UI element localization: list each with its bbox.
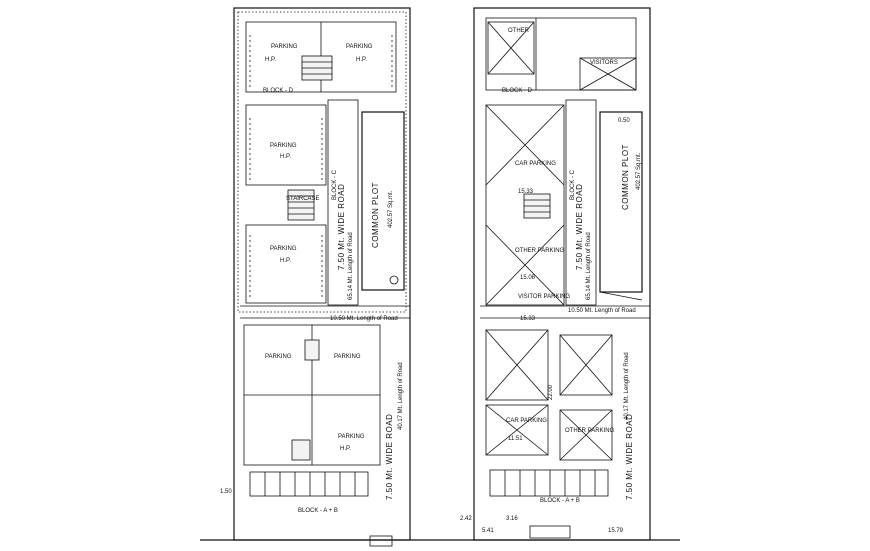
right-other-label: OTHER (508, 28, 530, 34)
right-internal-road (565, 99, 597, 306)
right-road-length-40: 40.17 Mt. Length of Road (624, 352, 630, 420)
left-parking-ab1: PARKING (265, 354, 292, 360)
right-road-wide: 7.50 Mt. WIDE ROAD (575, 184, 584, 270)
left-road-length-10: 10.50 Mt. Length of Road (330, 316, 398, 322)
left-block-c-lower (245, 224, 327, 304)
right-dim-1506: 15.06 (520, 275, 536, 281)
left-road-length-40: 40.17 Mt. Length of Road (398, 362, 404, 430)
left-road-wide-bottom: 7.50 Mt. WIDE ROAD (385, 414, 394, 500)
left-parking-d1: PARKING (271, 44, 298, 50)
right-common-plot-title: COMMON PLOT (621, 144, 630, 210)
right-block-c (485, 104, 565, 306)
right-dim-541: 5.41 (482, 528, 494, 534)
right-dim-1533b: 15.33 (520, 316, 536, 322)
left-staircase (287, 189, 315, 221)
right-visitor-parking: VISITOR PARKING (518, 294, 570, 300)
right-other-parking: OTHER PARKING (515, 248, 565, 254)
left-road-wide: 7.50 Mt. WIDE ROAD (337, 184, 346, 270)
right-block-d (485, 17, 637, 91)
right-common-plot-area: 402.57 Sq.mt. (636, 152, 642, 190)
right-road-length-65: 65.14 Mt. Length of Road (586, 232, 592, 300)
right-block-c-label: BLOCK - C (570, 169, 576, 200)
left-block-ab-label: BLOCK - A + B (298, 508, 338, 514)
left-tree-border (237, 11, 407, 313)
left-parking-c2: PARKING (270, 246, 297, 252)
left-road-length-65: 65.14 Mt. Length of Road (348, 232, 354, 300)
left-hp-d1: H.P. (265, 57, 276, 63)
right-labels: OTHER VISITORS BLOCK - D CAR PARKING OTH… (460, 28, 642, 534)
right-road-length-10: 10.50 Mt. Length of Road (568, 308, 636, 314)
left-parking-ab3: PARKING (338, 434, 365, 440)
left-site-plan (200, 7, 440, 547)
left-plot-boundary (233, 7, 411, 541)
right-dim-050: 0.50 (618, 118, 630, 124)
right-visitors-label: VISITORS (590, 60, 618, 66)
right-block-ab-upper (485, 329, 549, 401)
right-common-plot (599, 111, 643, 293)
left-internal-road (327, 99, 359, 306)
left-parking-c1: PARKING (270, 143, 297, 149)
right-car-parking-2: CAR PARKING (506, 418, 547, 424)
right-dim-1533: 15.33 (518, 189, 534, 195)
right-dim-1579: 15.79 (608, 528, 624, 534)
right-dim-1151: 11.51 (508, 436, 523, 442)
left-block-c-upper (245, 104, 327, 186)
right-dim-2200: 22.00 (548, 384, 554, 400)
right-block-ab-lower (485, 404, 549, 456)
left-hp-c1: H.P. (280, 154, 291, 160)
right-car-parking-1: CAR PARKING (515, 161, 556, 167)
left-common-plot-title: COMMON PLOT (371, 182, 380, 248)
right-site-plan (440, 7, 680, 541)
left-block-c-label: BLOCK - C (332, 169, 338, 200)
right-bay-row (489, 469, 609, 497)
left-block-d-label: BLOCK - D (263, 88, 294, 94)
right-other-parking-2: OTHER PARKING (565, 428, 615, 434)
right-dim-242: 2.42 (460, 516, 472, 522)
right-road-wide-bottom: 7.50 Mt. WIDE ROAD (625, 414, 634, 500)
left-bay-row (249, 471, 369, 497)
right-block-d-label: BLOCK - D (502, 88, 533, 94)
right-block-ab-label: BLOCK - A + B (540, 498, 580, 504)
left-dim-150: 1.50 (220, 489, 232, 495)
left-parking-d2: PARKING (346, 44, 373, 50)
right-dim-316: 3.16 (506, 516, 518, 522)
left-common-plot-area: 402.57 Sq.mt. (388, 190, 394, 228)
left-labels: PARKING PARKING H.P. H.P. BLOCK - D PARK… (220, 44, 404, 514)
left-hp-ab: H.P. (340, 446, 351, 452)
left-hp-d2: H.P. (356, 57, 367, 63)
left-common-plot (361, 111, 405, 291)
left-stair-label: STAIRCASE (286, 196, 320, 202)
left-hp-c2: H.P. (280, 258, 291, 264)
left-parking-ab2: PARKING (334, 354, 361, 360)
